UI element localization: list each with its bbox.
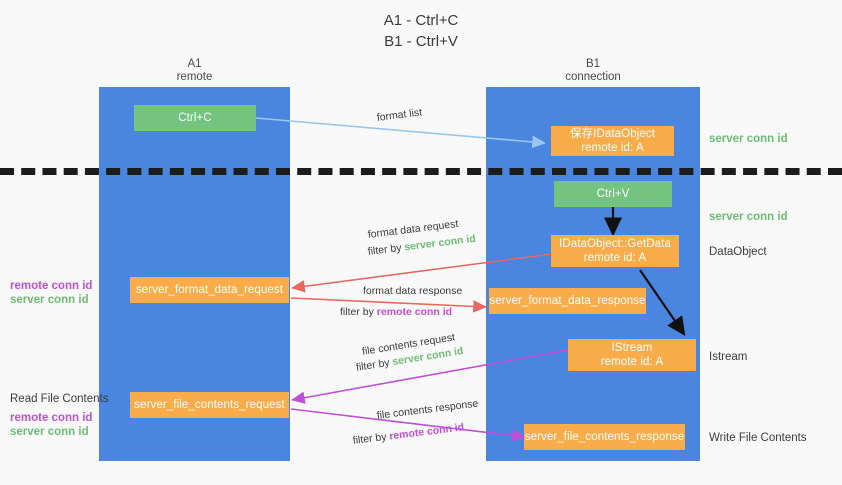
page-title: A1 - Ctrl+C B1 - Ctrl+V bbox=[0, 10, 842, 52]
column-a1-sub: remote bbox=[176, 71, 213, 83]
title-line-1: A1 - Ctrl+C bbox=[383, 12, 459, 29]
edge-file-contents-request-filter-prefix: filter by bbox=[355, 356, 394, 374]
column-header-b1: B1 connection bbox=[486, 58, 700, 84]
node-server-format-data-response[interactable]: server_format_data_response bbox=[489, 288, 646, 314]
edge-file-contents-response-filter-value: remote conn id bbox=[388, 421, 465, 443]
label-bottom-server-conn-id: server conn id bbox=[10, 426, 89, 438]
node-getdata-line1: IDataObject::GetData bbox=[559, 238, 671, 250]
node-ctrl-v-label: Ctrl+V bbox=[596, 188, 630, 200]
node-getdata-line2: remote id: A bbox=[583, 252, 647, 264]
column-b1-name: B1 bbox=[585, 58, 601, 70]
node-save-dataobject-line1: 保存IDataObject bbox=[569, 128, 656, 140]
column-a1-name: A1 bbox=[187, 58, 202, 70]
node-ctrl-c-label: Ctrl+C bbox=[178, 112, 212, 124]
label-server-conn-id-top: server conn id bbox=[709, 133, 788, 145]
edge-format-data-response-filter-value: remote conn id bbox=[376, 306, 453, 318]
label-write-file-contents: Write File Contents bbox=[709, 432, 807, 444]
edge-format-data-request-filter-prefix: filter by bbox=[367, 241, 406, 258]
node-istream[interactable]: IStream remote id: A bbox=[568, 339, 696, 371]
edge-label-file-contents-response: file contents response bbox=[376, 397, 479, 422]
node-file-contents-response-label: server_file_contents_response bbox=[524, 431, 685, 443]
node-server-format-data-request[interactable]: server_format_data_request bbox=[130, 277, 289, 303]
edge-format-data-response-filter-prefix: filter by bbox=[340, 306, 377, 318]
label-istream: Istream bbox=[709, 351, 748, 363]
label-mid-remote-conn-id: remote conn id bbox=[10, 280, 93, 292]
node-format-data-response-label: server_format_data_response bbox=[489, 295, 646, 307]
column-header-a1: A1 remote bbox=[99, 58, 290, 84]
edge-file-contents-response-filter-prefix: filter by bbox=[352, 430, 391, 447]
column-b1-sub: connection bbox=[565, 71, 621, 83]
node-format-data-request-label: server_format_data_request bbox=[135, 284, 284, 296]
label-mid-server-conn-id: server conn id bbox=[10, 294, 89, 306]
edge-label-file-contents-response-filter: filter by remote conn id bbox=[352, 420, 465, 448]
node-save-dataobject[interactable]: 保存IDataObject remote id: A bbox=[551, 126, 674, 156]
node-ctrl-c[interactable]: Ctrl+C bbox=[134, 105, 256, 131]
node-server-file-contents-request[interactable]: server_file_contents_request bbox=[130, 392, 289, 418]
title-line-2: B1 - Ctrl+V bbox=[384, 33, 458, 50]
node-idataobject-getdata[interactable]: IDataObject::GetData remote id: A bbox=[551, 235, 679, 267]
phase-divider bbox=[0, 168, 842, 175]
label-read-file-contents: Read File Contents bbox=[10, 393, 109, 405]
edge-label-format-data-response-filter: filter by remote conn id bbox=[340, 305, 452, 319]
node-ctrl-v[interactable]: Ctrl+V bbox=[554, 181, 672, 207]
edge-label-format-list: format list bbox=[376, 106, 423, 124]
label-server-conn-id-mid: server conn id bbox=[709, 211, 788, 223]
label-dataobject: DataObject bbox=[709, 246, 767, 258]
edge-label-format-data-response: format data response bbox=[363, 285, 463, 297]
node-save-dataobject-line2: remote id: A bbox=[581, 142, 644, 154]
node-istream-line2: remote id: A bbox=[600, 356, 664, 368]
node-file-contents-request-label: server_file_contents_request bbox=[134, 399, 285, 411]
label-bottom-remote-conn-id: remote conn id bbox=[10, 412, 93, 424]
node-server-file-contents-response[interactable]: server_file_contents_response bbox=[524, 424, 685, 450]
node-istream-line1: IStream bbox=[611, 342, 653, 354]
